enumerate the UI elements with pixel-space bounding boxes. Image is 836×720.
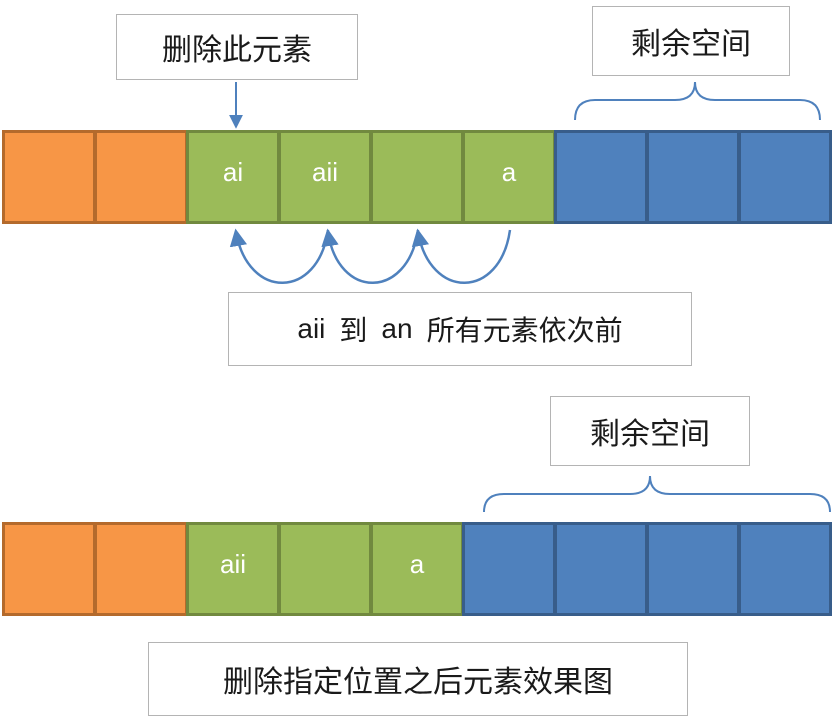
top-cell-6: a (462, 130, 556, 224)
bottom-cell-1 (2, 522, 96, 616)
bottom-cell-2 (94, 522, 188, 616)
remaining-space-text-top: 剩余空间 (631, 27, 751, 62)
bottom-cell-3-label: aii (219, 548, 246, 579)
bottom-array-row: aii a (2, 522, 832, 616)
shift-note-label: aii 到 an 所有元素依次前 (228, 292, 692, 366)
top-cell-4-label: aii (311, 156, 338, 187)
shift-note-part-1: aii (297, 313, 326, 344)
shift-note-part-4: 所有元素依次前 (426, 314, 623, 347)
bottom-cell-3: aii (186, 522, 280, 616)
top-cell-3: ai (186, 130, 280, 224)
top-cell-7 (554, 130, 648, 224)
remaining-space-brace-top (574, 81, 821, 121)
bottom-cell-8 (646, 522, 740, 616)
bottom-cell-9 (738, 522, 832, 616)
result-caption-text: 删除指定位置之后元素效果图 (223, 665, 613, 700)
shift-note-part-3: an (381, 313, 413, 344)
bottom-cell-6 (462, 522, 556, 616)
result-caption: 删除指定位置之后元素效果图 (148, 642, 688, 716)
top-cell-2 (94, 130, 188, 224)
delete-element-text: 删除此元素 (162, 33, 312, 68)
top-cell-3-label: ai (222, 156, 244, 187)
top-cell-5 (370, 130, 464, 224)
top-array-row: ai aii a (2, 130, 832, 224)
top-cell-8 (646, 130, 740, 224)
bottom-cell-5: a (370, 522, 464, 616)
shift-arc-3 (411, 228, 512, 284)
remaining-space-brace-bottom (483, 475, 831, 513)
shift-note-part-2: 到 (339, 314, 368, 347)
shift-arc-2 (321, 228, 420, 284)
bottom-cell-4 (278, 522, 372, 616)
bottom-cell-7 (554, 522, 648, 616)
remaining-space-text-bottom: 剩余空间 (590, 417, 710, 452)
remaining-space-label-bottom: 剩余空间 (550, 396, 750, 466)
shift-arc-1 (229, 228, 330, 284)
remaining-space-label-top: 剩余空间 (592, 6, 790, 76)
top-cell-1 (2, 130, 96, 224)
top-cell-9 (738, 130, 832, 224)
top-cell-4: aii (278, 130, 372, 224)
bottom-cell-5-label: a (409, 548, 425, 579)
top-cell-6-label: a (501, 156, 517, 187)
delete-element-label: 删除此元素 (116, 14, 358, 80)
